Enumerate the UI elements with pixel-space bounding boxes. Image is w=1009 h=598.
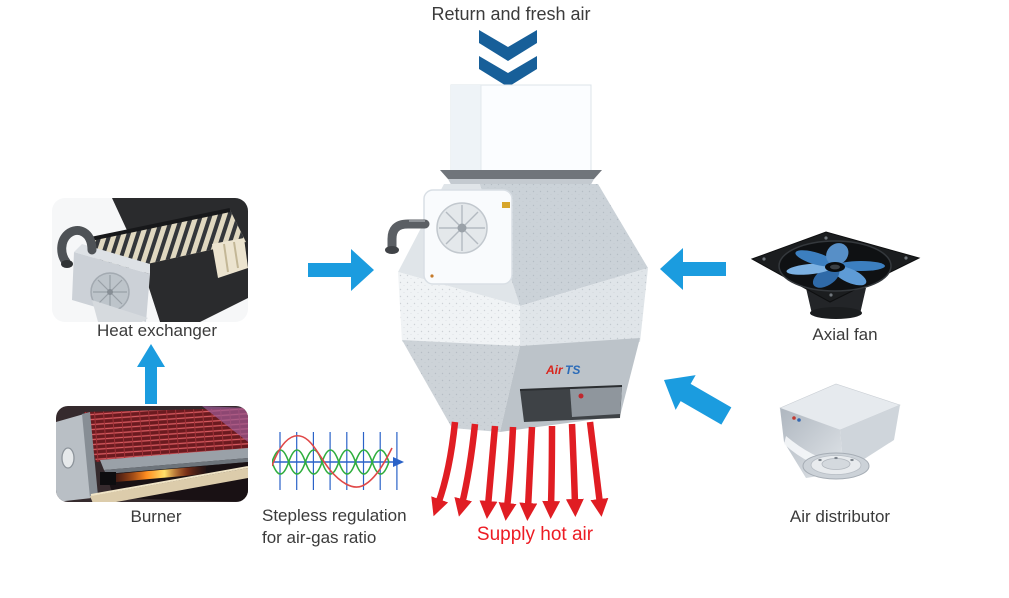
- air-gas-ratio-waveform: [272, 432, 404, 490]
- arrow-right-icon: [308, 249, 374, 291]
- gas-pipe: [387, 219, 430, 253]
- arrow-up-icon: [137, 344, 165, 404]
- brand-logo-air: Air: [545, 363, 564, 377]
- axial-fan-photo: [750, 231, 921, 319]
- supply-hot-air-label: Supply hot air: [476, 524, 594, 545]
- fan-blades: [786, 243, 885, 288]
- down-chevrons-icon: [479, 30, 537, 87]
- heat-exchanger-label: Heat exchanger: [96, 321, 218, 340]
- air-distributor-label: Air distributor: [789, 507, 891, 526]
- burner-photo: [56, 406, 248, 502]
- heating-unit-illustration: Air TS: [385, 84, 648, 432]
- regulation-label-line1: Stepless regulation: [262, 506, 407, 525]
- air-distributor-photo: [779, 383, 901, 480]
- axial-fan-label: Axial fan: [812, 325, 878, 344]
- arrow-up-left-icon: [664, 375, 732, 425]
- heat-exchanger-photo: [52, 198, 248, 322]
- burner-label: Burner: [130, 507, 182, 526]
- brand-logo-ts: TS: [565, 363, 580, 377]
- return-air-label: Return and fresh air: [431, 4, 591, 24]
- supply-hot-air-arrows: [431, 421, 609, 521]
- arrow-left-icon: [660, 248, 726, 290]
- regulation-label-line2: for air-gas ratio: [262, 528, 377, 547]
